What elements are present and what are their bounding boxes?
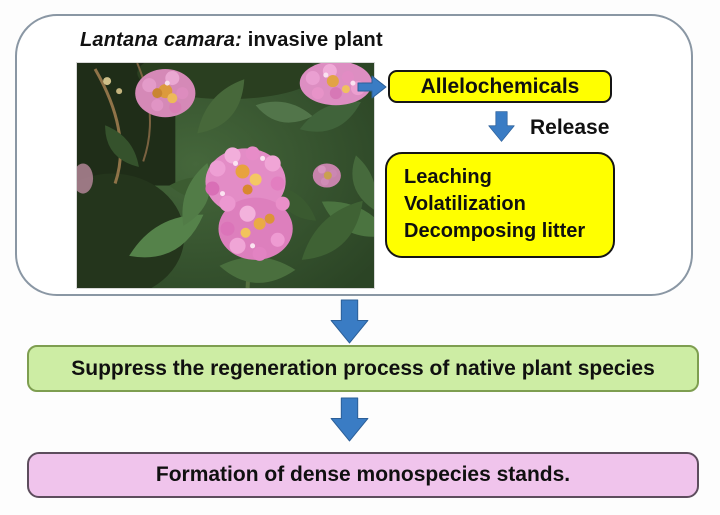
panel-title-rest: invasive plant [241, 29, 383, 51]
formation-label: Formation of dense monospecies stands. [155, 463, 571, 486]
pathway-volatilization: Volatilization [404, 193, 526, 215]
flower-cluster-top-left [135, 69, 196, 118]
flower-cluster-top-right [299, 63, 372, 106]
flow-arrow-down-1-icon [330, 299, 369, 344]
suppress-label: Suppress the regeneration process of nat… [71, 357, 655, 380]
flow-arrow-down-2-icon [330, 397, 369, 442]
formation-box: Formation of dense monospecies stands. [27, 452, 699, 498]
allelochemicals-box: Allelochemicals [388, 70, 612, 103]
lantana-photo [76, 62, 375, 289]
pathway-decomposing-litter: Decomposing litter [404, 220, 586, 242]
suppress-box: Suppress the regeneration process of nat… [27, 345, 699, 392]
allelochemicals-label: Allelochemicals [420, 75, 580, 98]
pathway-leaching: Leaching [404, 166, 492, 188]
species-name: Lantana camara: [80, 29, 242, 51]
arrow-right-icon [357, 75, 387, 99]
flower-cluster-main [205, 146, 293, 261]
release-arrow-down-icon [488, 111, 515, 142]
release-pathways-box: Leaching Volatilization Decomposing litt… [385, 152, 615, 258]
panel-title: Lantana camara: invasive plant [80, 29, 383, 52]
flower-cluster-small-right [312, 163, 341, 188]
release-label: Release [530, 116, 610, 139]
